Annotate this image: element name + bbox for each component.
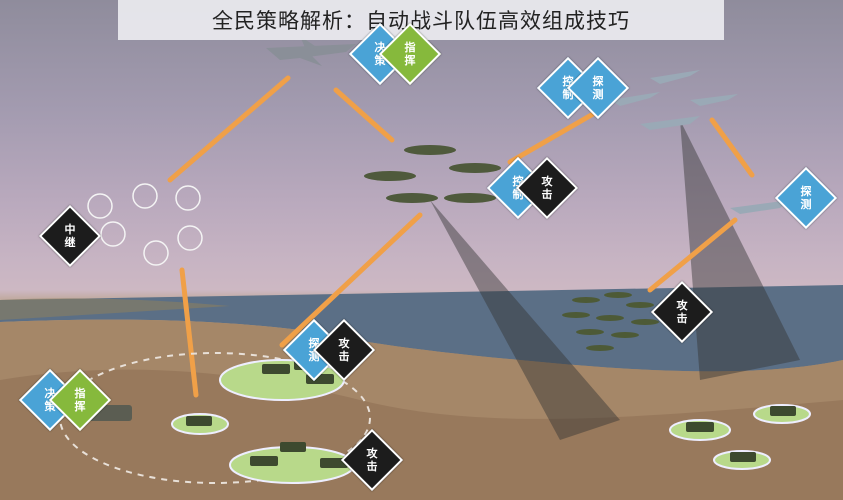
link-line	[647, 217, 738, 293]
aircraft-icon	[572, 297, 600, 303]
tank-icon	[686, 422, 714, 432]
badge-label: 攻 击	[541, 175, 553, 201]
badge-label: 指 挥	[74, 387, 86, 413]
aircraft-icon	[364, 171, 416, 181]
terrain-far	[0, 298, 230, 320]
aircraft-icon	[562, 312, 590, 318]
link-lines	[167, 75, 755, 398]
aircraft-icon	[386, 193, 438, 203]
aircraft-icon	[444, 193, 496, 203]
aircraft-icon	[404, 145, 456, 155]
drone-icon	[100, 221, 126, 247]
tank-icon	[770, 406, 796, 416]
page-title: 全民策略解析：自动战斗队伍高效组成技巧	[212, 9, 630, 33]
badge-label: 探 测	[592, 75, 604, 101]
tank-icon	[280, 442, 306, 452]
aircraft-icon	[611, 332, 639, 338]
uav-icon	[650, 70, 700, 84]
aircraft-icon	[596, 315, 624, 321]
transport-aircraft-group	[364, 145, 501, 203]
ground-group-ring	[59, 352, 371, 484]
tank-units	[186, 360, 796, 468]
aircraft-icon	[626, 302, 654, 308]
attack-aircraft-fleet	[562, 292, 659, 351]
tank-icon	[250, 456, 278, 466]
uav-icon	[640, 116, 700, 130]
recon-uav-group	[610, 70, 790, 214]
link-line	[167, 75, 291, 183]
link-line	[279, 212, 423, 348]
drone-swarm	[87, 183, 203, 266]
badge-label: 攻 击	[366, 447, 378, 473]
drone-icon	[175, 185, 201, 211]
tank-icon	[262, 364, 290, 374]
drone-icon	[143, 240, 169, 266]
uav-icon	[610, 92, 660, 106]
tank-icon	[730, 452, 756, 462]
link-line	[333, 87, 395, 143]
uav-icon	[730, 200, 790, 214]
badge-label: 指 挥	[404, 41, 416, 67]
link-line	[507, 107, 603, 165]
aircraft-icon	[586, 345, 614, 351]
terrain-shade	[0, 369, 843, 500]
badge-label: 中 继	[64, 223, 76, 249]
uav-icon	[690, 94, 738, 106]
drone-icon	[87, 193, 113, 219]
drone-icon	[177, 225, 203, 251]
tank-icon	[186, 416, 212, 426]
link-line	[709, 117, 755, 178]
sensor-cone-mid	[430, 200, 620, 440]
badge-label: 攻 击	[338, 337, 350, 363]
link-line	[179, 267, 199, 398]
aircraft-icon	[631, 319, 659, 325]
aircraft-icon	[449, 163, 501, 173]
badge-label: 探 测	[800, 185, 812, 211]
command-fighter-icon	[266, 36, 356, 66]
aircraft-icon	[576, 329, 604, 335]
aircraft-icon	[604, 292, 632, 298]
drone-icon	[132, 183, 158, 209]
badge-label: 攻 击	[676, 299, 688, 325]
